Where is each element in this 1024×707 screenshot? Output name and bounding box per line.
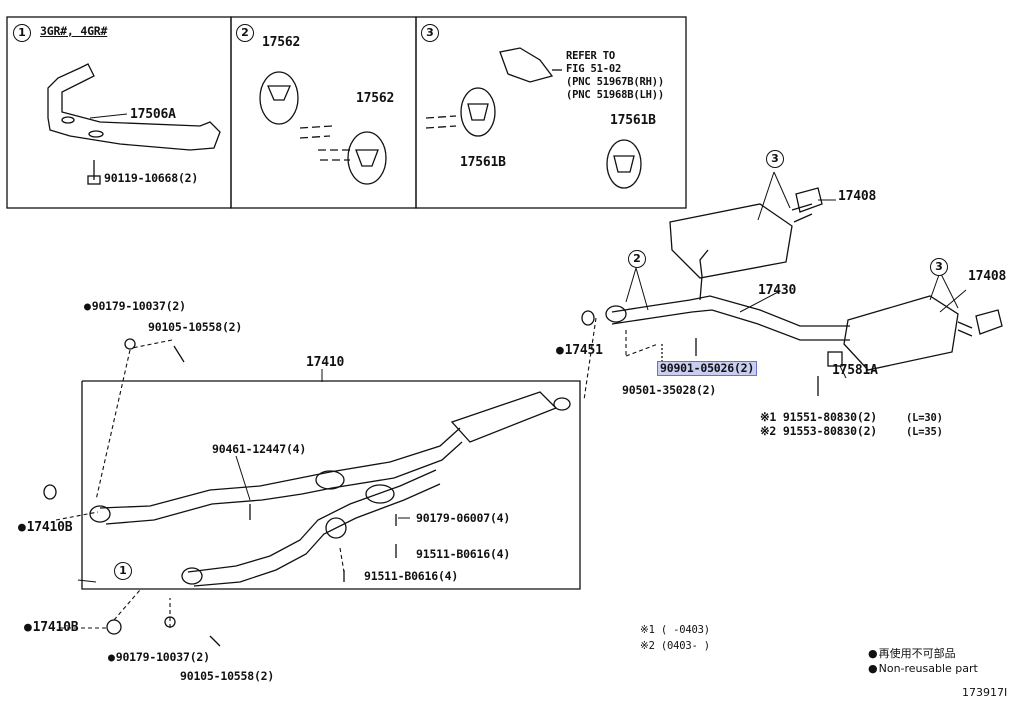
hanger-17562-b [347, 131, 387, 185]
label-17410B-b: 17410B [24, 621, 79, 634]
label-17408-right: 17408 [968, 269, 1007, 284]
muffler-left [669, 203, 793, 279]
callout-1: 1 [114, 562, 132, 580]
muffler-right [843, 295, 959, 371]
hanger-17561B-a [460, 87, 496, 137]
legend-jp: 再使用不可部品 [868, 645, 956, 661]
label-90179-bottom: 90179-10037(2) [108, 651, 210, 664]
detail-box-3 [415, 16, 687, 209]
label-91511-b: 91511-B0616(4) [364, 569, 459, 583]
detail-number-1: 1 [13, 24, 31, 42]
label-91551-length: (L=30) [906, 412, 943, 424]
refer-line-4: (PNC 51968B(LH)) [566, 89, 664, 101]
label-17451: 17451 [556, 344, 603, 357]
label-17408-top: 17408 [838, 189, 877, 204]
label-90901-05026-highlighted[interactable]: 90901-05026(2) [656, 361, 758, 376]
bracket-refer [499, 47, 554, 83]
legend-en: Non-reusable part [868, 662, 978, 675]
hanger-17561B-b [606, 139, 642, 189]
refer-line-2: FIG 51-02 [566, 63, 622, 75]
diagram-id: 173917I [962, 686, 1008, 699]
refer-line-3: (PNC 51967B(RH)) [566, 76, 664, 88]
label-17561B-b: 17561B [610, 113, 656, 128]
tail-pipe [611, 295, 850, 327]
note-1: ※1 ( -0403) [640, 624, 710, 636]
label-17581A: 17581A [832, 363, 878, 378]
label-91553-length: (L=35) [906, 426, 943, 438]
label-17410: 17410 [306, 355, 345, 370]
gasket-17451 [581, 310, 595, 326]
label-17430: 17430 [758, 283, 797, 298]
label-17562-b: 17562 [356, 91, 395, 106]
label-90105-top: 90105-10558(2) [148, 320, 243, 334]
detail-number-2: 2 [236, 24, 254, 42]
label-90179-06007: 90179-06007(4) [416, 511, 511, 525]
callout-3a: 3 [766, 150, 784, 168]
label-90179-top: 90179-10037(2) [84, 300, 186, 313]
label-17506A: 17506A [130, 107, 176, 122]
note-2: ※2 (0403- ) [640, 640, 710, 652]
detail-number-3: 3 [421, 24, 439, 42]
tail-tip-top [795, 187, 823, 213]
tail-tip-right [975, 309, 1003, 335]
gasket-17410B-b [106, 619, 122, 635]
callout-3b: 3 [930, 258, 948, 276]
bracket-17506A [47, 63, 221, 151]
bracket-17581A [827, 351, 843, 367]
front-pipe-upper [99, 427, 461, 509]
label-90501: 90501-35028(2) [622, 383, 717, 397]
label-91553: ※2 91553-80830(2) [760, 424, 878, 438]
label-91551: ※1 91551-80830(2) [760, 410, 878, 424]
label-90461: 90461-12447(4) [212, 442, 307, 456]
label-17561B-a: 17561B [460, 155, 506, 170]
detail-box-2 [230, 16, 417, 209]
label-17410B-a: 17410B [18, 521, 73, 534]
refer-line-1: REFER TO [566, 50, 615, 62]
front-pipe-box [81, 380, 581, 590]
front-muffler [450, 391, 558, 443]
hanger-17562-a [259, 71, 299, 125]
label-90119-10668: 90119-10668(2) [104, 171, 199, 185]
label-17562-a: 17562 [262, 35, 301, 50]
gasket-17410B-a [43, 484, 57, 500]
label-91511-a: 91511-B0616(4) [416, 547, 511, 561]
label-90105-bottom: 90105-10558(2) [180, 669, 275, 683]
engine-header: 3GR#, 4GR# [40, 24, 108, 38]
callout-2: 2 [628, 250, 646, 268]
